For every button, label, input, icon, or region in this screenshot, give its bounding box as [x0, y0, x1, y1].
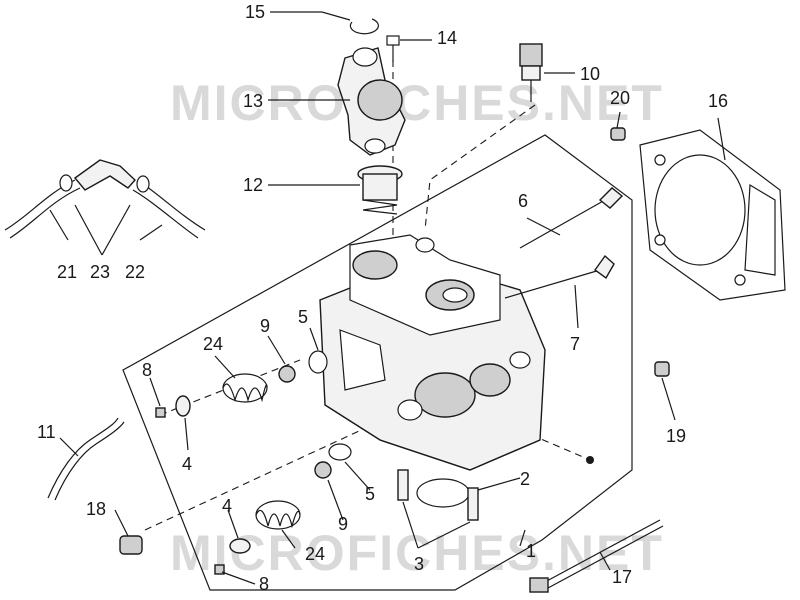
- callout-4-upper: 4: [182, 454, 192, 474]
- dowel-pin-19: [654, 361, 670, 377]
- spring-retainer-upper: [175, 395, 191, 417]
- callout-11: 11: [37, 422, 56, 442]
- callout-5-upper: 5: [298, 307, 308, 327]
- reference-dot: [586, 456, 594, 464]
- valve-cotter-lower: [214, 564, 225, 575]
- watermark-top: MICROFICHES.NET: [170, 75, 664, 131]
- leader-lines: [49, 11, 726, 585]
- head-bolt: [529, 519, 664, 593]
- callout-15: 15: [245, 2, 265, 22]
- spring-washer-lower: [328, 443, 352, 461]
- alignment-line-sensor: [424, 104, 536, 231]
- valve-stem-seal-lower: [314, 461, 332, 479]
- cylinder-head-assembly-frame: [122, 134, 633, 591]
- callout-9-lower: 9: [338, 514, 348, 534]
- valve-spring-lower: [255, 500, 301, 530]
- callout-17: 17: [612, 567, 632, 587]
- alignment-line-valve-lower: [144, 424, 373, 531]
- spring-retainer-lower: [229, 538, 251, 554]
- spring-washer-upper: [308, 350, 328, 374]
- callout-21: 21: [57, 262, 77, 282]
- callout-19: 19: [666, 426, 686, 446]
- callout-18: 18: [86, 499, 106, 519]
- callout-3: 3: [414, 554, 424, 574]
- valve-spring-upper: [222, 373, 268, 403]
- thermostat-housing: [337, 47, 406, 156]
- callout-8-upper: 8: [142, 360, 152, 380]
- drain-plug: [119, 535, 143, 555]
- callout-6: 6: [518, 191, 528, 211]
- o-ring: [416, 478, 470, 508]
- watermark-bottom: MICROFICHES.NET: [170, 525, 664, 581]
- housing-bolt: [386, 35, 400, 62]
- callout-10: 10: [580, 64, 600, 84]
- callout-2: 2: [520, 469, 530, 489]
- valve-exhaust: [519, 187, 624, 249]
- locating-dowels: [397, 469, 479, 521]
- callout-5-lower: 5: [365, 484, 375, 504]
- callout-8-lower: 8: [259, 574, 269, 594]
- callout-22: 22: [125, 262, 145, 282]
- valve-stem-seal-upper: [278, 365, 296, 383]
- coolant-hoses: [4, 159, 206, 239]
- callout-7: 7: [570, 334, 580, 354]
- callout-23: 23: [90, 262, 110, 282]
- callout-13: 13: [243, 91, 263, 111]
- dowel-pin-20: [610, 127, 626, 141]
- callout-12: 12: [243, 175, 263, 195]
- callout-16: 16: [708, 91, 728, 111]
- cylinder-head-gasket: [639, 129, 786, 301]
- callout-1: 1: [526, 541, 536, 561]
- callout-24-upper: 24: [203, 334, 223, 354]
- circlip: [349, 18, 379, 35]
- valve-intake: [504, 254, 615, 299]
- temperature-sensor: [519, 43, 543, 102]
- cylinder-head: [319, 234, 546, 471]
- breather-hose: [47, 417, 125, 501]
- callout-24-lower: 24: [305, 544, 325, 564]
- thermostat: [357, 165, 403, 215]
- valve-cotter-upper: [155, 407, 166, 418]
- callout-14: 14: [437, 28, 457, 48]
- callout-4-lower: 4: [222, 496, 232, 516]
- callout-9-upper: 9: [260, 316, 270, 336]
- callout-20: 20: [610, 88, 630, 108]
